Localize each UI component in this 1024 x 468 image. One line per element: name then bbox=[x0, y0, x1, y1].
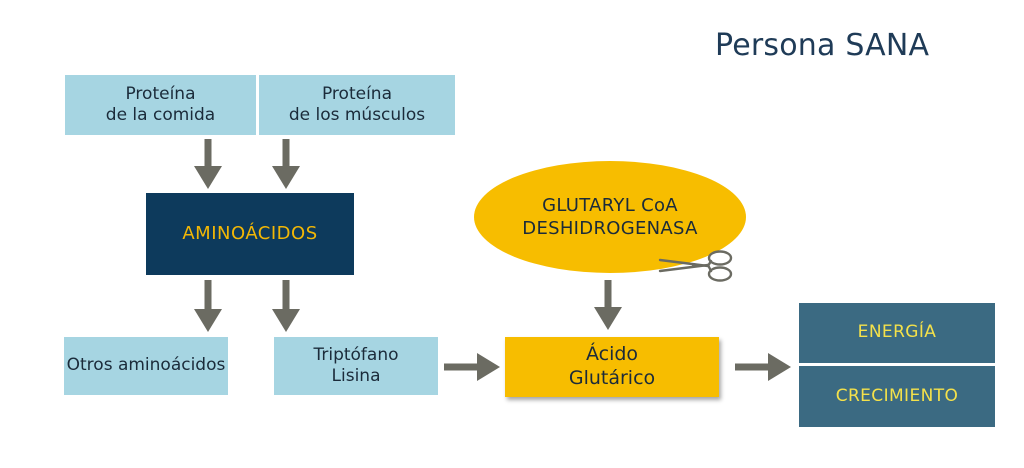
diagram-title: Persona SANA bbox=[715, 28, 930, 63]
arrow-right-icon bbox=[735, 353, 791, 381]
glutaric-acid-line1: Ácido bbox=[585, 343, 639, 366]
arrow-down-icon bbox=[272, 139, 300, 189]
enzyme-ellipse: GLUTARYL CoA DESHIDROGENASA bbox=[474, 161, 746, 273]
protein-muscle-box: Proteína de los músculos bbox=[259, 75, 455, 135]
protein-food-line1: Proteína bbox=[125, 83, 196, 104]
enzyme-line2: DESHIDROGENASA bbox=[522, 218, 698, 239]
growth-label: CRECIMIENTO bbox=[835, 385, 959, 406]
arrow-right-icon bbox=[444, 353, 500, 381]
enzyme-line1: GLUTARYL CoA bbox=[542, 194, 678, 216]
amino-acids-box: AMINOÁCIDOS bbox=[146, 193, 354, 275]
other-amino-box: Otros aminoácidos bbox=[64, 337, 228, 395]
glutaric-acid-box: Ácido Glutárico bbox=[505, 337, 719, 397]
arrow-down-icon bbox=[194, 139, 222, 189]
energy-box: ENERGÍA bbox=[799, 303, 995, 363]
energy-label: ENERGÍA bbox=[857, 322, 937, 343]
arrow-down-icon bbox=[194, 280, 222, 332]
growth-box: CRECIMIENTO bbox=[799, 366, 995, 427]
other-amino-label: Otros aminoácidos bbox=[66, 355, 226, 376]
glutaric-acid-line2: Glutárico bbox=[568, 367, 656, 389]
scissors-icon bbox=[658, 250, 733, 282]
arrow-down-icon bbox=[594, 280, 622, 330]
trp-lys-line1: Triptófano bbox=[313, 344, 399, 365]
protein-food-line2: de la comida bbox=[105, 105, 216, 125]
arrow-down-icon bbox=[272, 280, 300, 332]
protein-muscle-line2: de los músculos bbox=[288, 105, 426, 125]
amino-acids-label: AMINOÁCIDOS bbox=[182, 222, 318, 244]
protein-muscle-line1: Proteína bbox=[321, 83, 392, 104]
trp-lys-line2: Lisina bbox=[331, 366, 381, 386]
trp-lys-box: Triptófano Lisina bbox=[274, 337, 438, 395]
protein-food-box: Proteína de la comida bbox=[65, 75, 256, 135]
